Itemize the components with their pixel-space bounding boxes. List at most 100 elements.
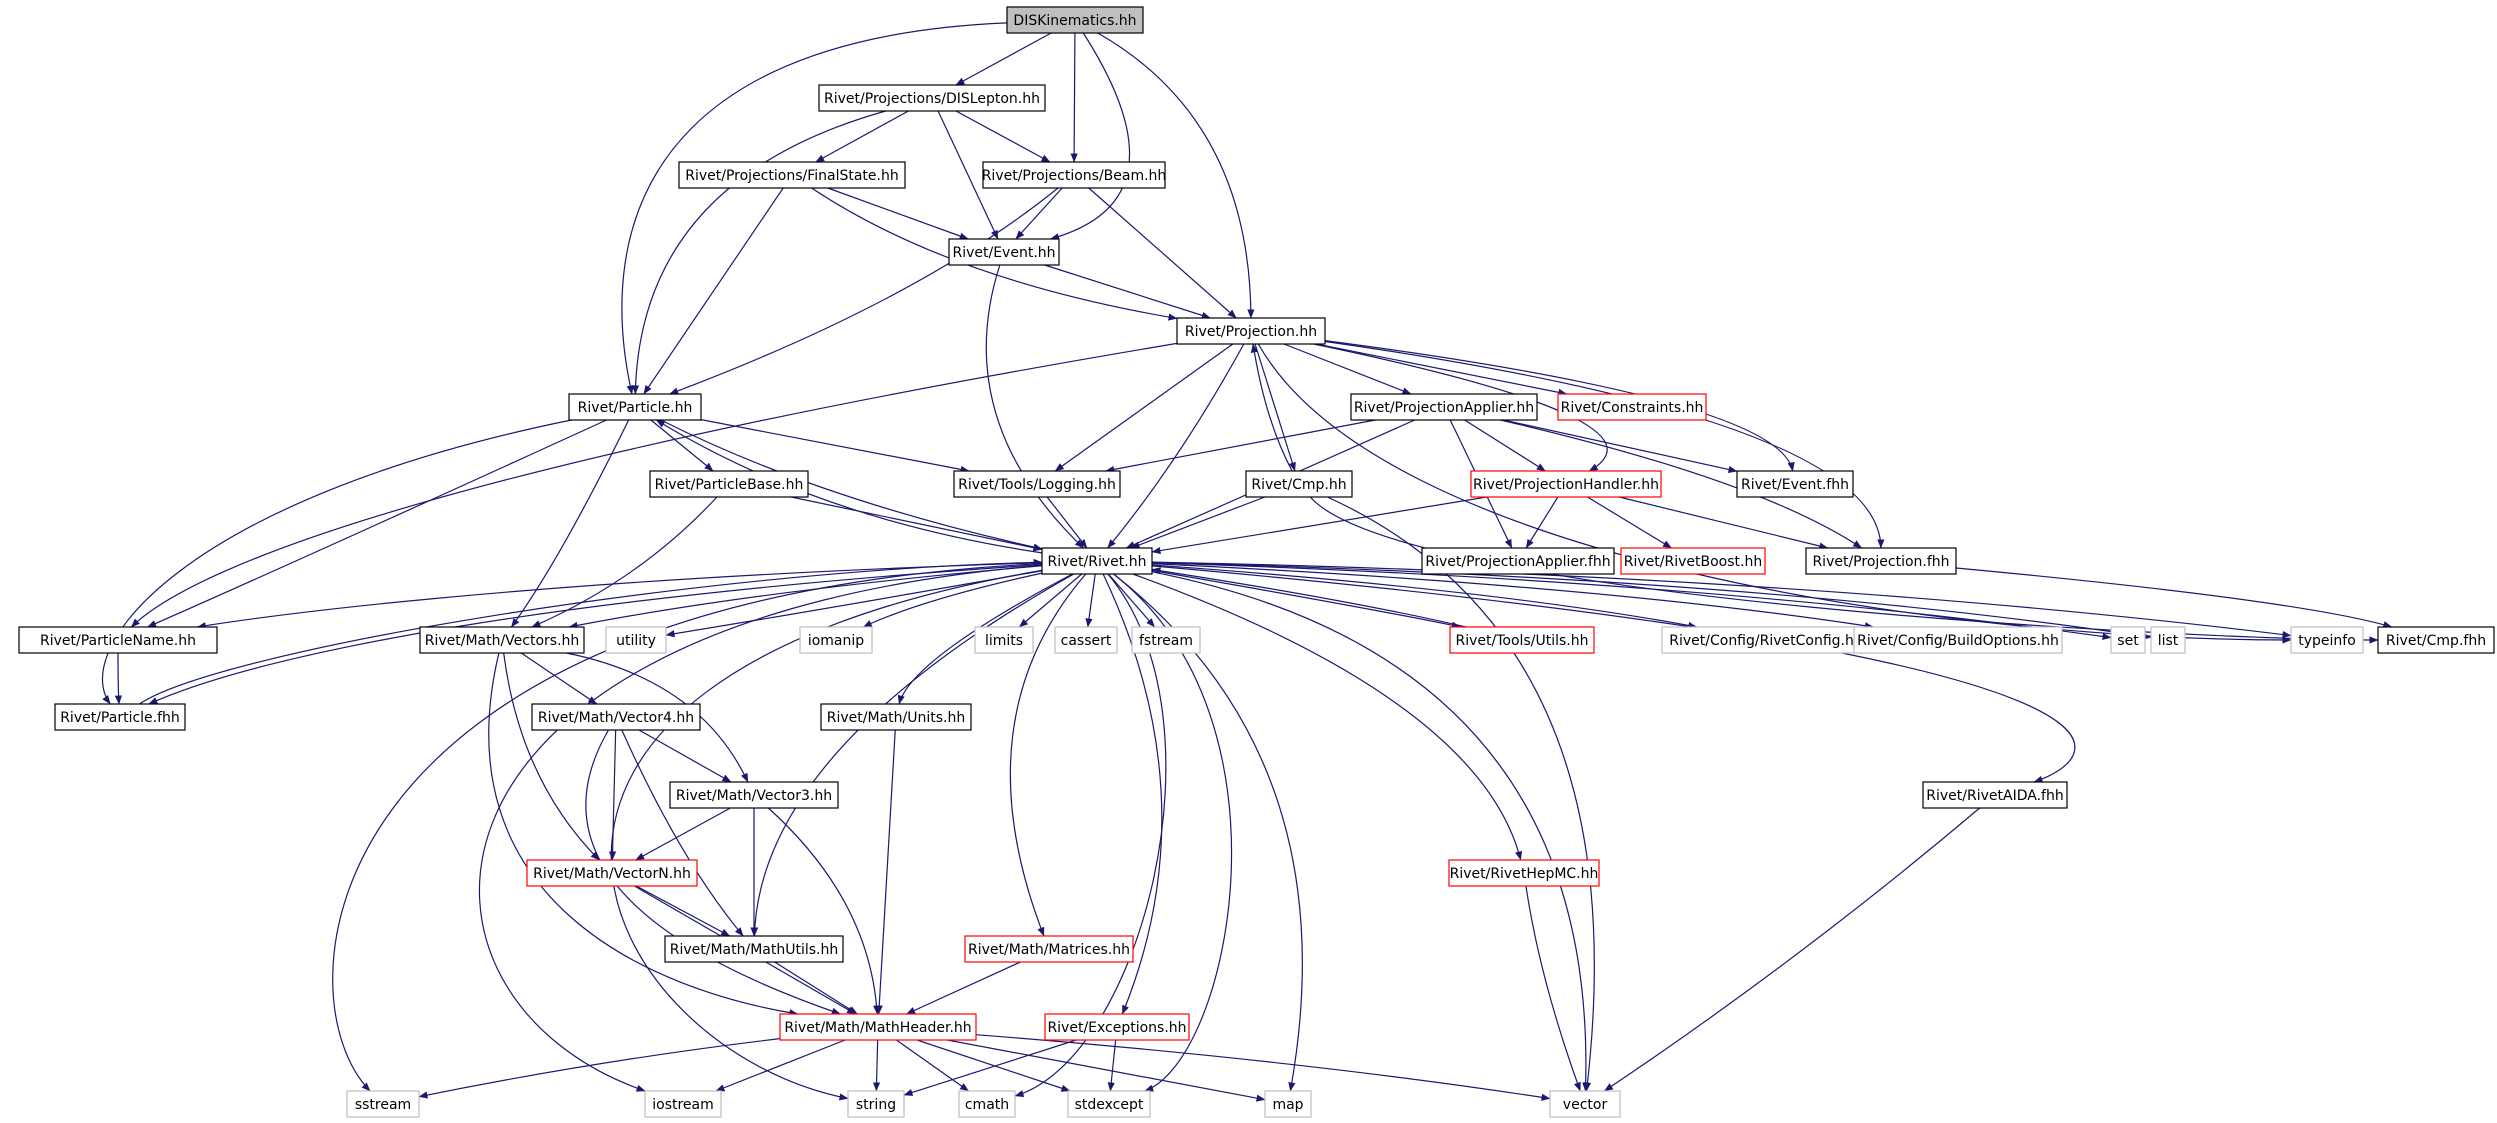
- edge-projapplier-to-logging: [1105, 419, 1376, 473]
- edge-rivetaida-to-vector: [1604, 807, 1981, 1092]
- node-projhandler[interactable]: Rivet/ProjectionHandler.hh: [1470, 470, 1662, 498]
- node-cmpfhh[interactable]: Rivet/Cmp.fhh: [2377, 626, 2495, 654]
- file-nodes: DISKinematics.hhRivet/Projections/DISLep…: [18, 6, 2495, 1118]
- node-label-iomanip: iomanip: [808, 633, 864, 649]
- node-box-exceptions: [1044, 1013, 1190, 1041]
- edge-projection-to-particlename: [130, 342, 1178, 628]
- node-dislepton[interactable]: Rivet/Projections/DISLepton.hh: [818, 84, 1046, 112]
- node-box-matrices: [964, 935, 1134, 963]
- edge-beam-to-particle: [669, 187, 1059, 395]
- node-box-vector4: [531, 703, 701, 731]
- edge-projfhh-to-cmpfhh: [1955, 567, 2393, 629]
- node-label-vector4: Rivet/Math/Vector4.hh: [538, 710, 694, 726]
- node-box-logging: [953, 470, 1121, 498]
- node-vector4[interactable]: Rivet/Math/Vector4.hh: [531, 703, 701, 731]
- edge-diskin-to-particle: [621, 22, 1008, 395]
- edge-projhandler-to-projapplierfhh: [1525, 496, 1559, 549]
- node-box-mathutils: [664, 935, 844, 963]
- edge-particlefhh-to-rivet: [139, 558, 1043, 705]
- node-label-rivetconfig: Rivet/Config/RivetConfig.hh: [1669, 633, 1862, 649]
- node-box-particlename: [18, 626, 218, 654]
- edge-exceptions-to-stdexcept: [1107, 1039, 1117, 1092]
- node-exceptions[interactable]: Rivet/Exceptions.hh: [1044, 1013, 1190, 1041]
- node-label-vector: vector: [1563, 1097, 1608, 1113]
- edge-projapplier-to-projfhh: [1500, 419, 1862, 549]
- node-diskin[interactable]: DISKinematics.hh: [1006, 6, 1144, 34]
- edge-logging-to-rivet: [1046, 496, 1088, 549]
- edge-rivet-to-fstream: [1107, 573, 1156, 628]
- node-label-eventfhh: Rivet/Event.fhh: [1741, 477, 1849, 493]
- node-finalstate[interactable]: Rivet/Projections/FinalState.hh: [678, 161, 906, 189]
- node-beam[interactable]: Rivet/Projections/Beam.hh: [982, 161, 1167, 189]
- edge-rivet-to-set: [1151, 562, 2112, 640]
- node-vectors[interactable]: Rivet/Math/Vectors.hh: [419, 626, 585, 654]
- node-cmp[interactable]: Rivet/Cmp.hh: [1245, 470, 1353, 498]
- node-rivet[interactable]: Rivet/Rivet.hh: [1041, 547, 1153, 575]
- node-box-beam: [982, 161, 1166, 189]
- node-label-projfhh: Rivet/Projection.fhh: [1812, 554, 1949, 570]
- node-projapplierfhh[interactable]: Rivet/ProjectionApplier.fhh: [1421, 547, 1615, 575]
- edge-units-to-mathheader: [875, 729, 896, 1015]
- node-label-rivet: Rivet/Rivet.hh: [1048, 554, 1147, 570]
- node-box-projfhh: [1805, 547, 1957, 575]
- edge-projection-to-rivet: [1107, 343, 1245, 549]
- node-units[interactable]: Rivet/Math/Units.hh: [820, 703, 972, 731]
- node-rivetaida[interactable]: Rivet/RivetAIDA.fhh: [1922, 781, 2068, 809]
- edge-rivet-to-utility: [665, 570, 1043, 638]
- edge-particle-to-vectors: [510, 419, 630, 628]
- node-box-string: [847, 1090, 905, 1118]
- node-box-rivetboost: [1620, 547, 1766, 575]
- edge-vectorn-to-mathutils: [636, 885, 731, 937]
- node-vector3[interactable]: Rivet/Math/Vector3.hh: [669, 781, 839, 809]
- node-particlebase[interactable]: Rivet/ParticleBase.hh: [649, 470, 809, 498]
- node-particle[interactable]: Rivet/Particle.hh: [568, 393, 702, 421]
- node-event[interactable]: Rivet/Event.hh: [948, 238, 1060, 266]
- node-rivethepmc[interactable]: Rivet/RivetHepMC.hh: [1448, 859, 1600, 887]
- node-rivetboost[interactable]: Rivet/RivetBoost.hh: [1620, 547, 1766, 575]
- node-particlename[interactable]: Rivet/ParticleName.hh: [18, 626, 218, 654]
- edge-rivet-to-limits: [1018, 573, 1083, 628]
- node-box-typeinfo: [2290, 626, 2364, 654]
- node-label-projapplier: Rivet/ProjectionApplier.hh: [1354, 400, 1534, 416]
- node-buildoptions: Rivet/Config/BuildOptions.hh: [1853, 626, 2063, 654]
- edge-rivet-to-units: [897, 573, 1073, 705]
- node-projapplier[interactable]: Rivet/ProjectionApplier.hh: [1350, 393, 1538, 421]
- node-projfhh[interactable]: Rivet/Projection.fhh: [1805, 547, 1957, 575]
- node-box-iostream: [644, 1090, 722, 1118]
- node-eventfhh[interactable]: Rivet/Event.fhh: [1736, 470, 1854, 498]
- node-mathutils[interactable]: Rivet/Math/MathUtils.hh: [664, 935, 844, 963]
- edge-projection-to-logging: [1054, 343, 1234, 472]
- node-matrices[interactable]: Rivet/Math/Matrices.hh: [964, 935, 1134, 963]
- edge-diskin-to-projection: [1097, 32, 1255, 319]
- node-label-cmpfhh: Rivet/Cmp.fhh: [2386, 633, 2486, 649]
- node-box-mathheader: [779, 1013, 977, 1041]
- node-particlefhh[interactable]: Rivet/Particle.fhh: [54, 703, 186, 731]
- edge-rivet-to-matrices: [1009, 573, 1087, 937]
- edge-event-to-projection: [1044, 264, 1211, 319]
- node-mathheader[interactable]: Rivet/Math/MathHeader.hh: [779, 1013, 977, 1041]
- edge-vector4-to-mathutils: [621, 729, 744, 937]
- edge-cmp-to-cmpfhh: [1309, 496, 2379, 644]
- node-box-list: [2150, 626, 2186, 654]
- node-label-string: string: [856, 1097, 896, 1113]
- node-constraints[interactable]: Rivet/Constraints.hh: [1557, 393, 1707, 421]
- node-cassert: cassert: [1054, 626, 1118, 654]
- node-toolsutils[interactable]: Rivet/Tools/Utils.hh: [1449, 626, 1595, 654]
- node-logging[interactable]: Rivet/Tools/Logging.hh: [953, 470, 1121, 498]
- node-label-projapplierfhh: Rivet/ProjectionApplier.fhh: [1425, 554, 1610, 570]
- edge-dislepton-to-particle: [631, 110, 886, 395]
- node-box-units: [820, 703, 972, 731]
- edge-mathheader-to-string: [872, 1039, 881, 1092]
- node-box-vectorn: [526, 859, 698, 887]
- node-iostream: iostream: [644, 1090, 722, 1118]
- node-box-buildoptions: [1853, 626, 2063, 654]
- node-vectorn[interactable]: Rivet/Math/VectorN.hh: [526, 859, 698, 887]
- node-label-matrices: Rivet/Math/Matrices.hh: [968, 942, 1130, 958]
- node-projection[interactable]: Rivet/Projection.hh: [1176, 317, 1326, 345]
- node-limits: limits: [974, 626, 1034, 654]
- edge-dislepton-to-finalstate: [815, 110, 909, 163]
- edge-rivet-to-rivetaida: [1151, 565, 2076, 783]
- node-label-limits: limits: [985, 633, 1023, 649]
- node-box-constraints: [1557, 393, 1707, 421]
- node-label-particle: Rivet/Particle.hh: [578, 400, 693, 416]
